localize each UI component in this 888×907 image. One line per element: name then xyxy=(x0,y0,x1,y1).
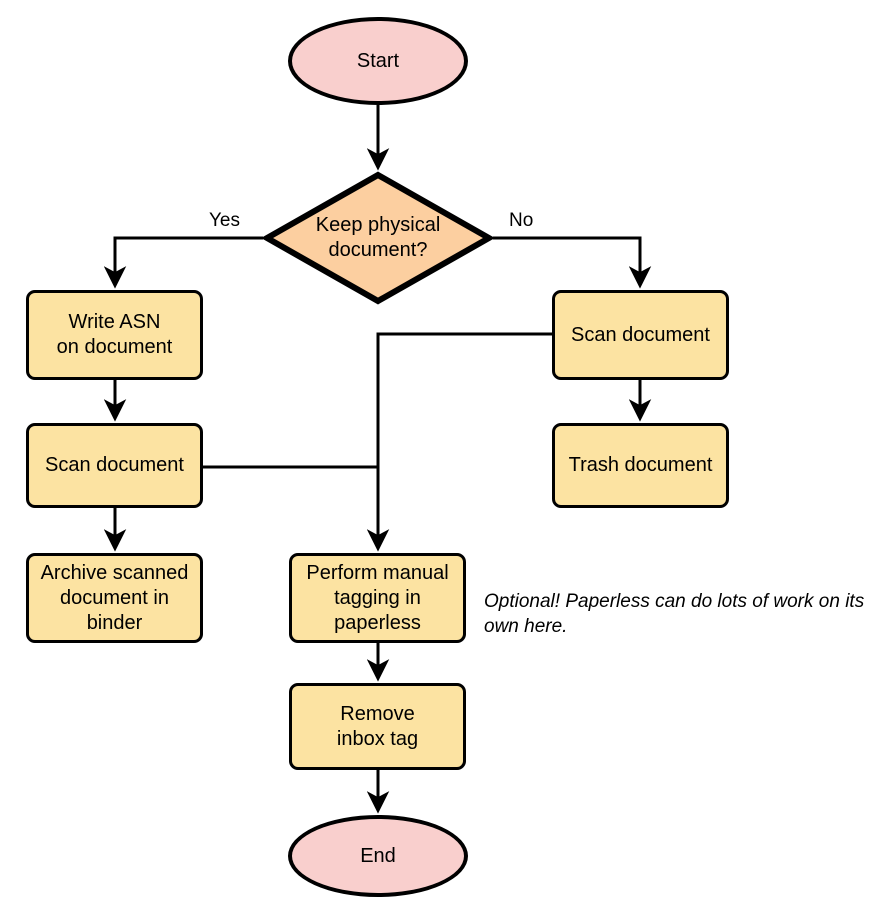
node-manual-tagging-label: Perform manual tagging in paperless xyxy=(306,561,449,634)
node-trash-document[interactable]: Trash document xyxy=(552,423,729,508)
node-archive-in-binder[interactable]: Archive scanned document in binder xyxy=(26,553,203,643)
node-scan-document-left-label: Scan document xyxy=(45,454,184,476)
node-end[interactable]: End xyxy=(288,815,468,897)
node-manual-tagging[interactable]: Perform manual tagging in paperless xyxy=(289,553,466,643)
annotation-optional-note: Optional! Paperless can do lots of work … xyxy=(484,589,884,639)
node-scan-document-right[interactable]: Scan document xyxy=(552,290,729,380)
node-start-label: Start xyxy=(356,49,400,72)
edge-label-no-text: No xyxy=(509,210,534,231)
node-keep-physical-document-label: Keep physical document? xyxy=(315,214,441,261)
node-scan-document-right-label: Scan document xyxy=(571,323,710,346)
node-scan-document-left[interactable]: Scan document xyxy=(26,423,203,508)
node-write-asn-label: Write ASN on document xyxy=(56,311,173,358)
node-end-label: End xyxy=(360,844,396,867)
node-keep-physical-document[interactable]: Keep physical document? xyxy=(263,171,493,305)
node-remove-inbox-tag[interactable]: Remove inbox tag xyxy=(289,683,466,770)
edge-label-no: No xyxy=(509,210,533,232)
node-write-asn[interactable]: Write ASN on document xyxy=(26,290,203,380)
node-archive-in-binder-label: Archive scanned document in binder xyxy=(40,561,189,634)
node-remove-inbox-tag-label: Remove inbox tag xyxy=(336,702,419,750)
edge-scan-right-to-manual-tagging xyxy=(366,332,552,552)
edge-decision-yes-to-write-asn xyxy=(103,236,263,289)
annotation-optional-note-text: Optional! Paperless can do lots of work … xyxy=(484,591,865,637)
node-start[interactable]: Start xyxy=(288,17,468,105)
edge-decision-no-to-scan-right xyxy=(493,236,652,289)
node-trash-document-label: Trash document xyxy=(568,454,713,476)
diamond-shape xyxy=(263,171,493,305)
edge-label-yes-text: Yes xyxy=(209,210,240,231)
edge-label-yes: Yes xyxy=(209,210,240,232)
